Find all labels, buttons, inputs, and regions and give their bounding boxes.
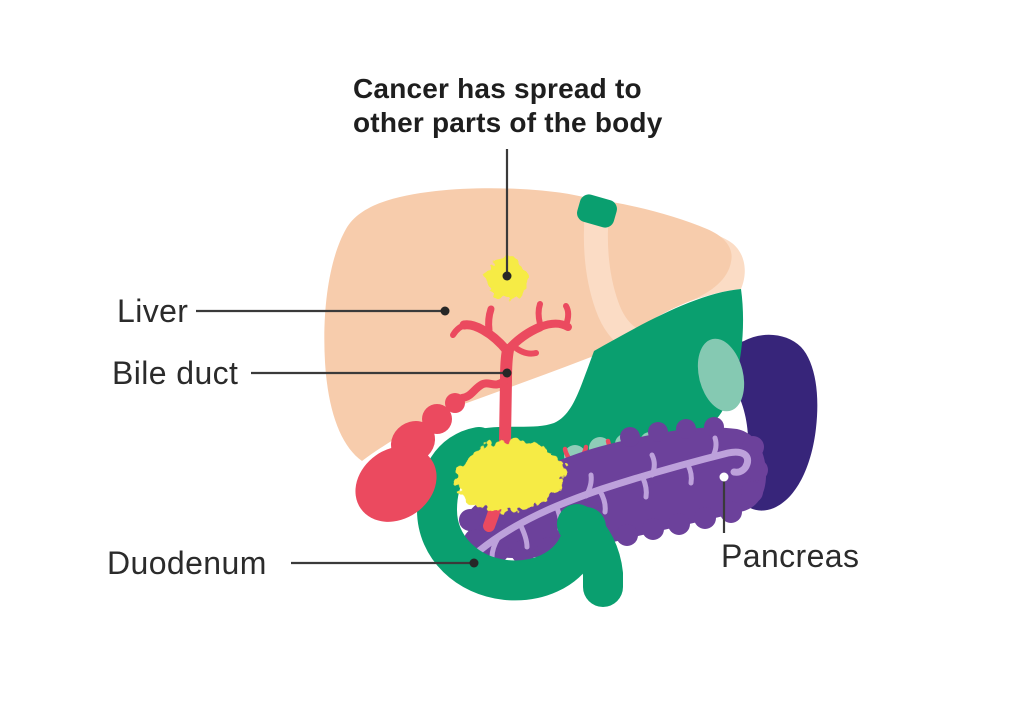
cancer-mass-pancreas (456, 440, 564, 512)
annotation-title: Cancer has spread to other parts of the … (353, 72, 663, 140)
gallbladder-shape (355, 393, 465, 522)
label-bile-duct: Bile duct (112, 355, 239, 391)
liver-leader-dot (440, 306, 450, 316)
pancreas-leader-dot (719, 472, 729, 482)
esophagus-stub (577, 194, 617, 228)
annotation-title-line1: Cancer has spread to (353, 73, 642, 104)
label-liver: Liver (117, 293, 189, 329)
liver-shape (324, 188, 732, 461)
bile-duct-leader-dot (502, 368, 512, 378)
duodenum-shape (416, 427, 623, 607)
duodenum-leader-dot (469, 558, 479, 568)
annotation-leader-dot (502, 271, 512, 281)
esophagus-tube (583, 198, 645, 352)
label-pancreas: Pancreas (721, 538, 860, 574)
stomach-spleen-overlap (697, 338, 745, 412)
leader-dots (440, 271, 729, 568)
annotation-title-line2: other parts of the body (353, 107, 663, 138)
leader-lines (196, 149, 726, 565)
label-duodenum: Duodenum (107, 545, 267, 581)
